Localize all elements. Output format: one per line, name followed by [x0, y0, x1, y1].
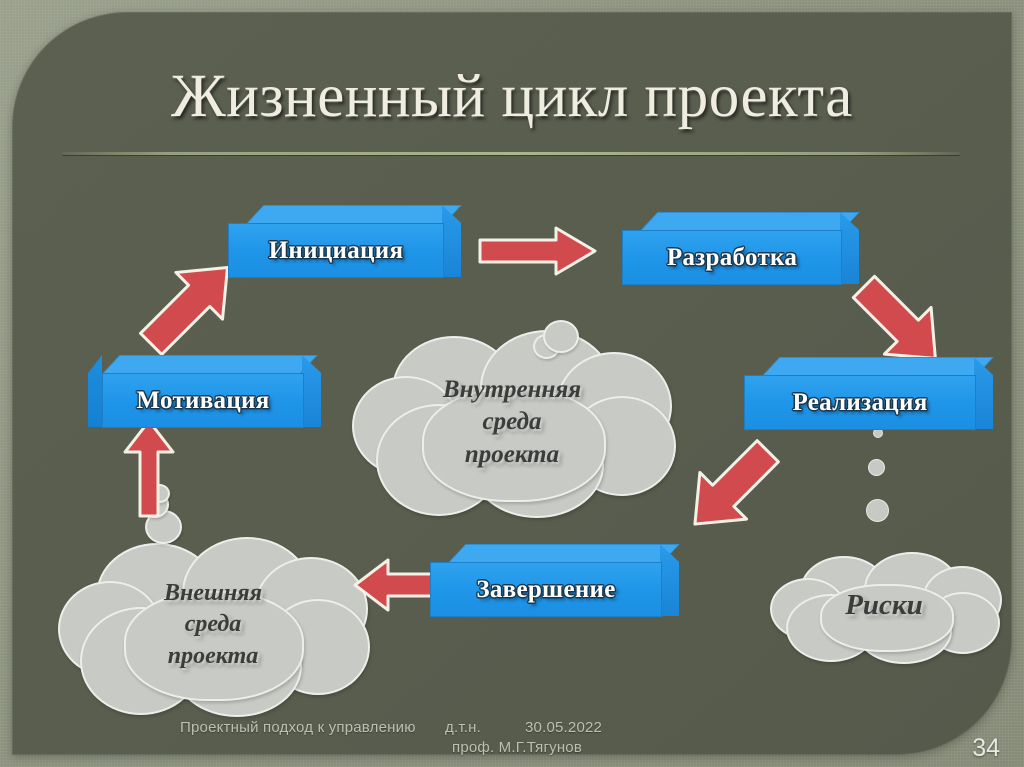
thought-bubble-small — [543, 320, 579, 353]
box-completion[interactable]: Завершение — [430, 544, 682, 617]
box-motivation[interactable]: Мотивация — [88, 355, 321, 428]
box-label-motivation: Мотивация — [136, 386, 270, 414]
box-side-face — [442, 205, 461, 277]
arrow-external-to-motivation — [118, 418, 180, 518]
thought-dot-large — [866, 499, 889, 522]
page-number: 34 — [972, 734, 1000, 762]
box-development[interactable]: Разработка — [622, 212, 862, 285]
box-front-face: Мотивация — [102, 373, 304, 428]
box-front-face: Реализация — [744, 375, 976, 430]
arrow-motivation-to-initiation — [135, 248, 245, 363]
page-title: Жизненный цикл проекта — [171, 63, 853, 130]
slide-footer: Проектный подход к управлению д.т.н. 30.… — [0, 719, 1024, 767]
footer-degree: д.т.н. — [445, 719, 481, 736]
arrow-initiation-to-development — [478, 226, 598, 276]
box-left-face — [88, 355, 102, 427]
box-label-completion: Завершение — [476, 575, 616, 603]
cloud-shape — [770, 552, 1002, 664]
box-top-face — [102, 355, 318, 374]
box-label-initiation: Инициация — [268, 236, 404, 264]
box-top-face — [246, 205, 462, 224]
box-top-face — [762, 357, 994, 376]
box-realization[interactable]: Реализация — [744, 357, 996, 430]
box-top-face — [640, 212, 860, 231]
box-front-face: Инициация — [228, 223, 444, 278]
box-front-face: Завершение — [430, 562, 662, 617]
box-front-face: Разработка — [622, 230, 842, 285]
box-label-realization: Реализация — [792, 388, 928, 416]
box-initiation[interactable]: Инициация — [228, 205, 462, 278]
thought-dot-medium — [868, 459, 885, 476]
footer-date: 30.05.2022 — [525, 719, 603, 736]
arrow-development-to-realization — [845, 268, 955, 378]
cloud-shape — [58, 535, 370, 717]
footer-author: проф. М.Г.Тягунов — [452, 739, 583, 756]
box-side-face — [302, 355, 321, 427]
cloud-risks: Риски — [770, 552, 1002, 664]
footer-course: Проектный подход к управлению — [180, 719, 416, 736]
box-top-face — [448, 544, 680, 563]
box-side-face — [974, 357, 993, 429]
box-side-face — [840, 212, 859, 284]
box-label-development: Разработка — [666, 243, 798, 271]
cloud-internal-environment: Внутренняя среда проекта — [352, 330, 676, 518]
arrow-realization-to-completion — [675, 432, 787, 544]
slide-title-area: Жизненный цикл проекта — [60, 63, 964, 130]
cloud-shape — [352, 330, 676, 518]
box-side-face — [660, 544, 679, 616]
title-underline-rule — [62, 152, 960, 155]
cloud-external-environment: Внешняя среда проекта — [58, 535, 370, 717]
